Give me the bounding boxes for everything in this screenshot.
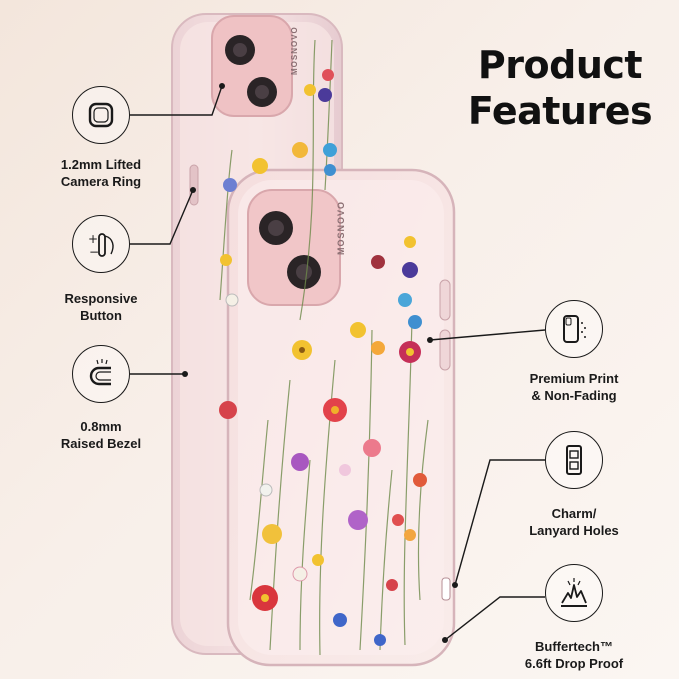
callout-dots: [182, 83, 458, 643]
brand-logo-front: MOSNOVO: [336, 200, 346, 255]
feature-label-print: Premium Print & Non-Fading: [529, 371, 619, 403]
feature-label-drop-proof: Buffertech™ 6.6ft Drop Proof: [524, 639, 624, 671]
callout-lines: [130, 85, 546, 641]
feature-label-camera-ring: 1.2mm Lifted Camera Ring: [60, 157, 142, 189]
brand-logo-back: MOSNOVO: [290, 26, 299, 75]
svg-text:−: −: [89, 245, 99, 259]
page-title: Product Features: [455, 42, 665, 134]
svg-text:+: +: [88, 232, 98, 246]
title-line-2: Features: [467, 89, 653, 133]
lanyard-hole-icon: [545, 431, 603, 489]
feature-label-button: Responsive Button: [64, 291, 138, 323]
feature-label-bezel: 0.8mm Raised Bezel: [60, 419, 142, 451]
bezel-icon: [72, 345, 130, 403]
button-icon: +−: [72, 215, 130, 273]
drop-proof-icon: [545, 564, 603, 622]
floral-print: [219, 39, 429, 656]
title-line-1: Product: [477, 43, 643, 87]
camera-ring-icon: [72, 86, 130, 144]
feature-label-lanyard: Charm/ Lanyard Holes: [529, 506, 619, 538]
phone-print-icon: [545, 300, 603, 358]
